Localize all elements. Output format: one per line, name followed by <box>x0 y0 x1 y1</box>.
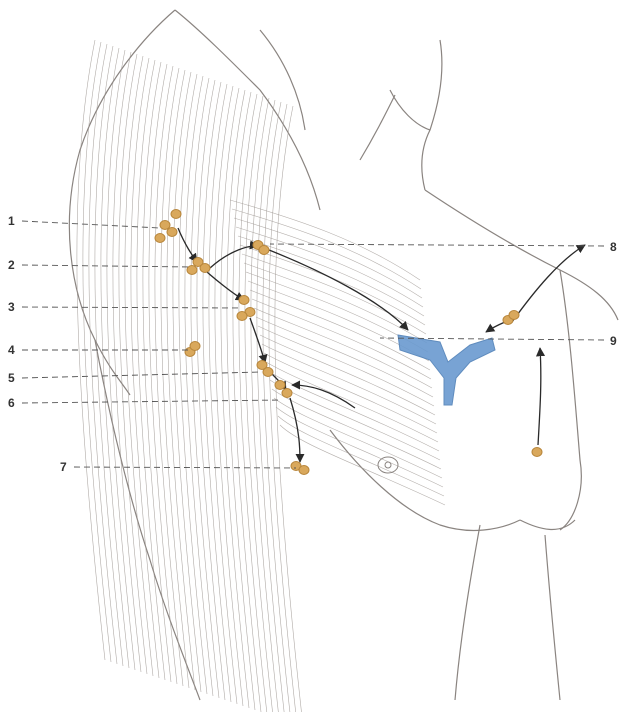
label-9: 9 <box>610 334 617 348</box>
flow-arrow <box>538 348 541 445</box>
lymph-node <box>532 448 542 457</box>
lymph-node <box>155 234 165 243</box>
lymph-node <box>190 342 200 351</box>
lymph-node <box>200 264 210 273</box>
label-5: 5 <box>8 371 15 385</box>
label-7: 7 <box>60 460 67 474</box>
lymph-node <box>275 381 285 390</box>
leader-line <box>22 400 282 403</box>
lymph-node <box>239 296 249 305</box>
label-2: 2 <box>8 258 15 272</box>
leader-line <box>74 467 296 468</box>
arm-musculature <box>69 10 320 700</box>
label-4: 4 <box>8 343 15 357</box>
lymph-node <box>282 389 292 398</box>
flow-arrow <box>486 322 505 332</box>
leader-line <box>22 372 262 378</box>
flow-arrow <box>178 228 197 262</box>
torso-outline <box>330 40 618 700</box>
lymph-node <box>171 210 181 219</box>
lymph-node <box>263 368 273 377</box>
lymph-node <box>167 228 177 237</box>
label-1: 1 <box>8 214 15 228</box>
lymph-node <box>509 311 519 320</box>
label-8: 8 <box>610 240 617 254</box>
lymph-node <box>237 312 247 321</box>
label-3: 3 <box>8 300 15 314</box>
lymph-node <box>299 466 309 475</box>
leader-line <box>22 221 160 228</box>
flow-arrow <box>512 245 585 322</box>
leader-line <box>270 244 604 246</box>
lymph-node <box>259 246 269 255</box>
label-6: 6 <box>8 396 15 410</box>
leader-lines <box>22 221 604 468</box>
